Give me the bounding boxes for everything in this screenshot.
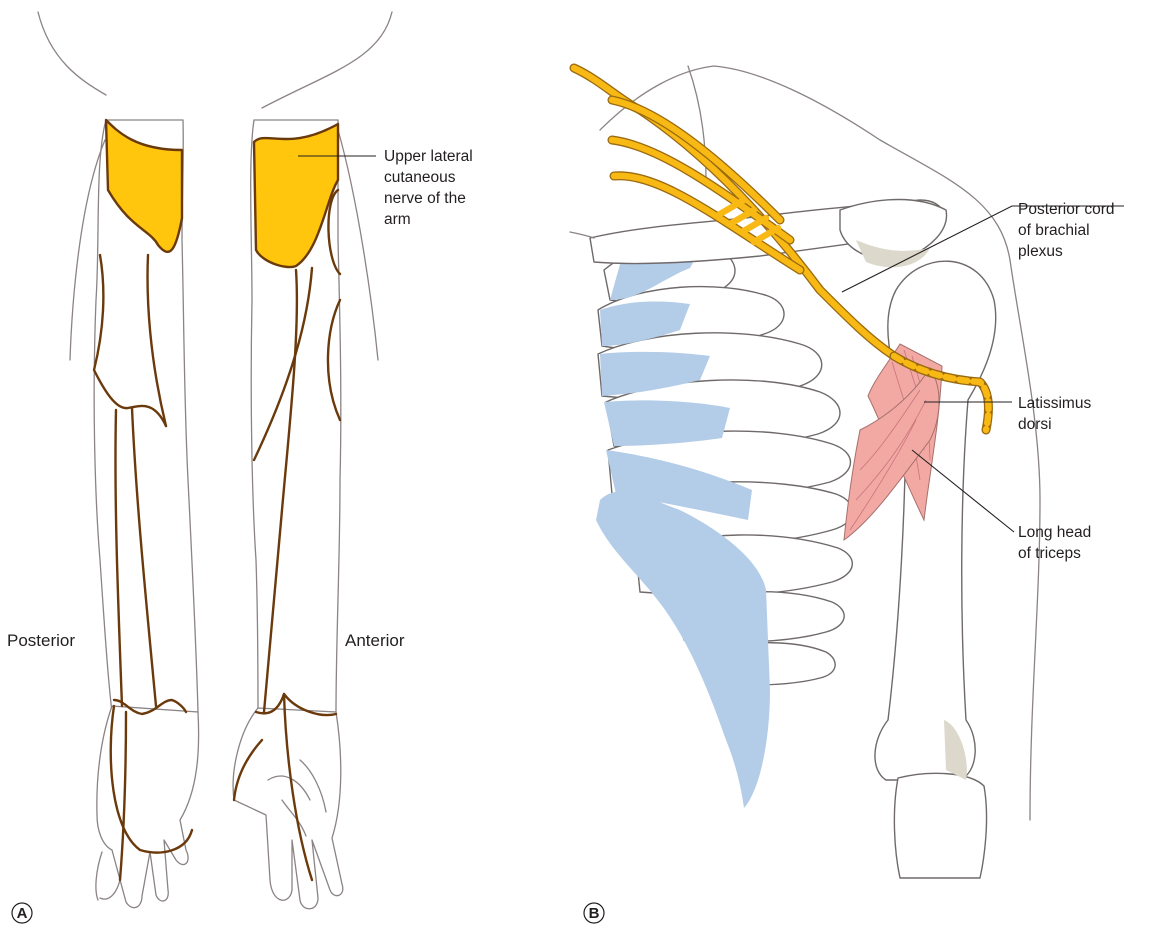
latissimus-label-2: dorsi (1018, 416, 1052, 433)
panel-b: Posterior cord of brachial plexus Latiss… (570, 66, 1124, 923)
long-head-label-2: of triceps (1018, 545, 1081, 562)
latissimus-label-1: Latissimus (1018, 395, 1091, 412)
long-head-label-1: Long head (1018, 524, 1091, 541)
panel-a: Posterior Anterior Upper lateral cutaneo… (7, 12, 473, 923)
posterior-label: Posterior (7, 631, 75, 650)
anterior-label: Anterior (345, 631, 405, 650)
anterior-arm (233, 12, 392, 909)
panel-a-letter: A (17, 905, 28, 922)
posterior-arm (38, 12, 199, 908)
posterior-cord-label-3: plexus (1018, 243, 1063, 260)
upper-lateral-label-2: cutaneous (384, 169, 456, 186)
upper-lateral-label-1: Upper lateral (384, 148, 473, 165)
rib-cage (596, 242, 853, 808)
posterior-cord-label-2: of brachial (1018, 222, 1090, 239)
panel-b-letter: B (589, 905, 600, 922)
upper-lateral-label-3: nerve of the (384, 190, 466, 207)
posterior-cord-label-1: Posterior cord (1018, 201, 1114, 218)
upper-lateral-label-4: arm (384, 211, 411, 228)
